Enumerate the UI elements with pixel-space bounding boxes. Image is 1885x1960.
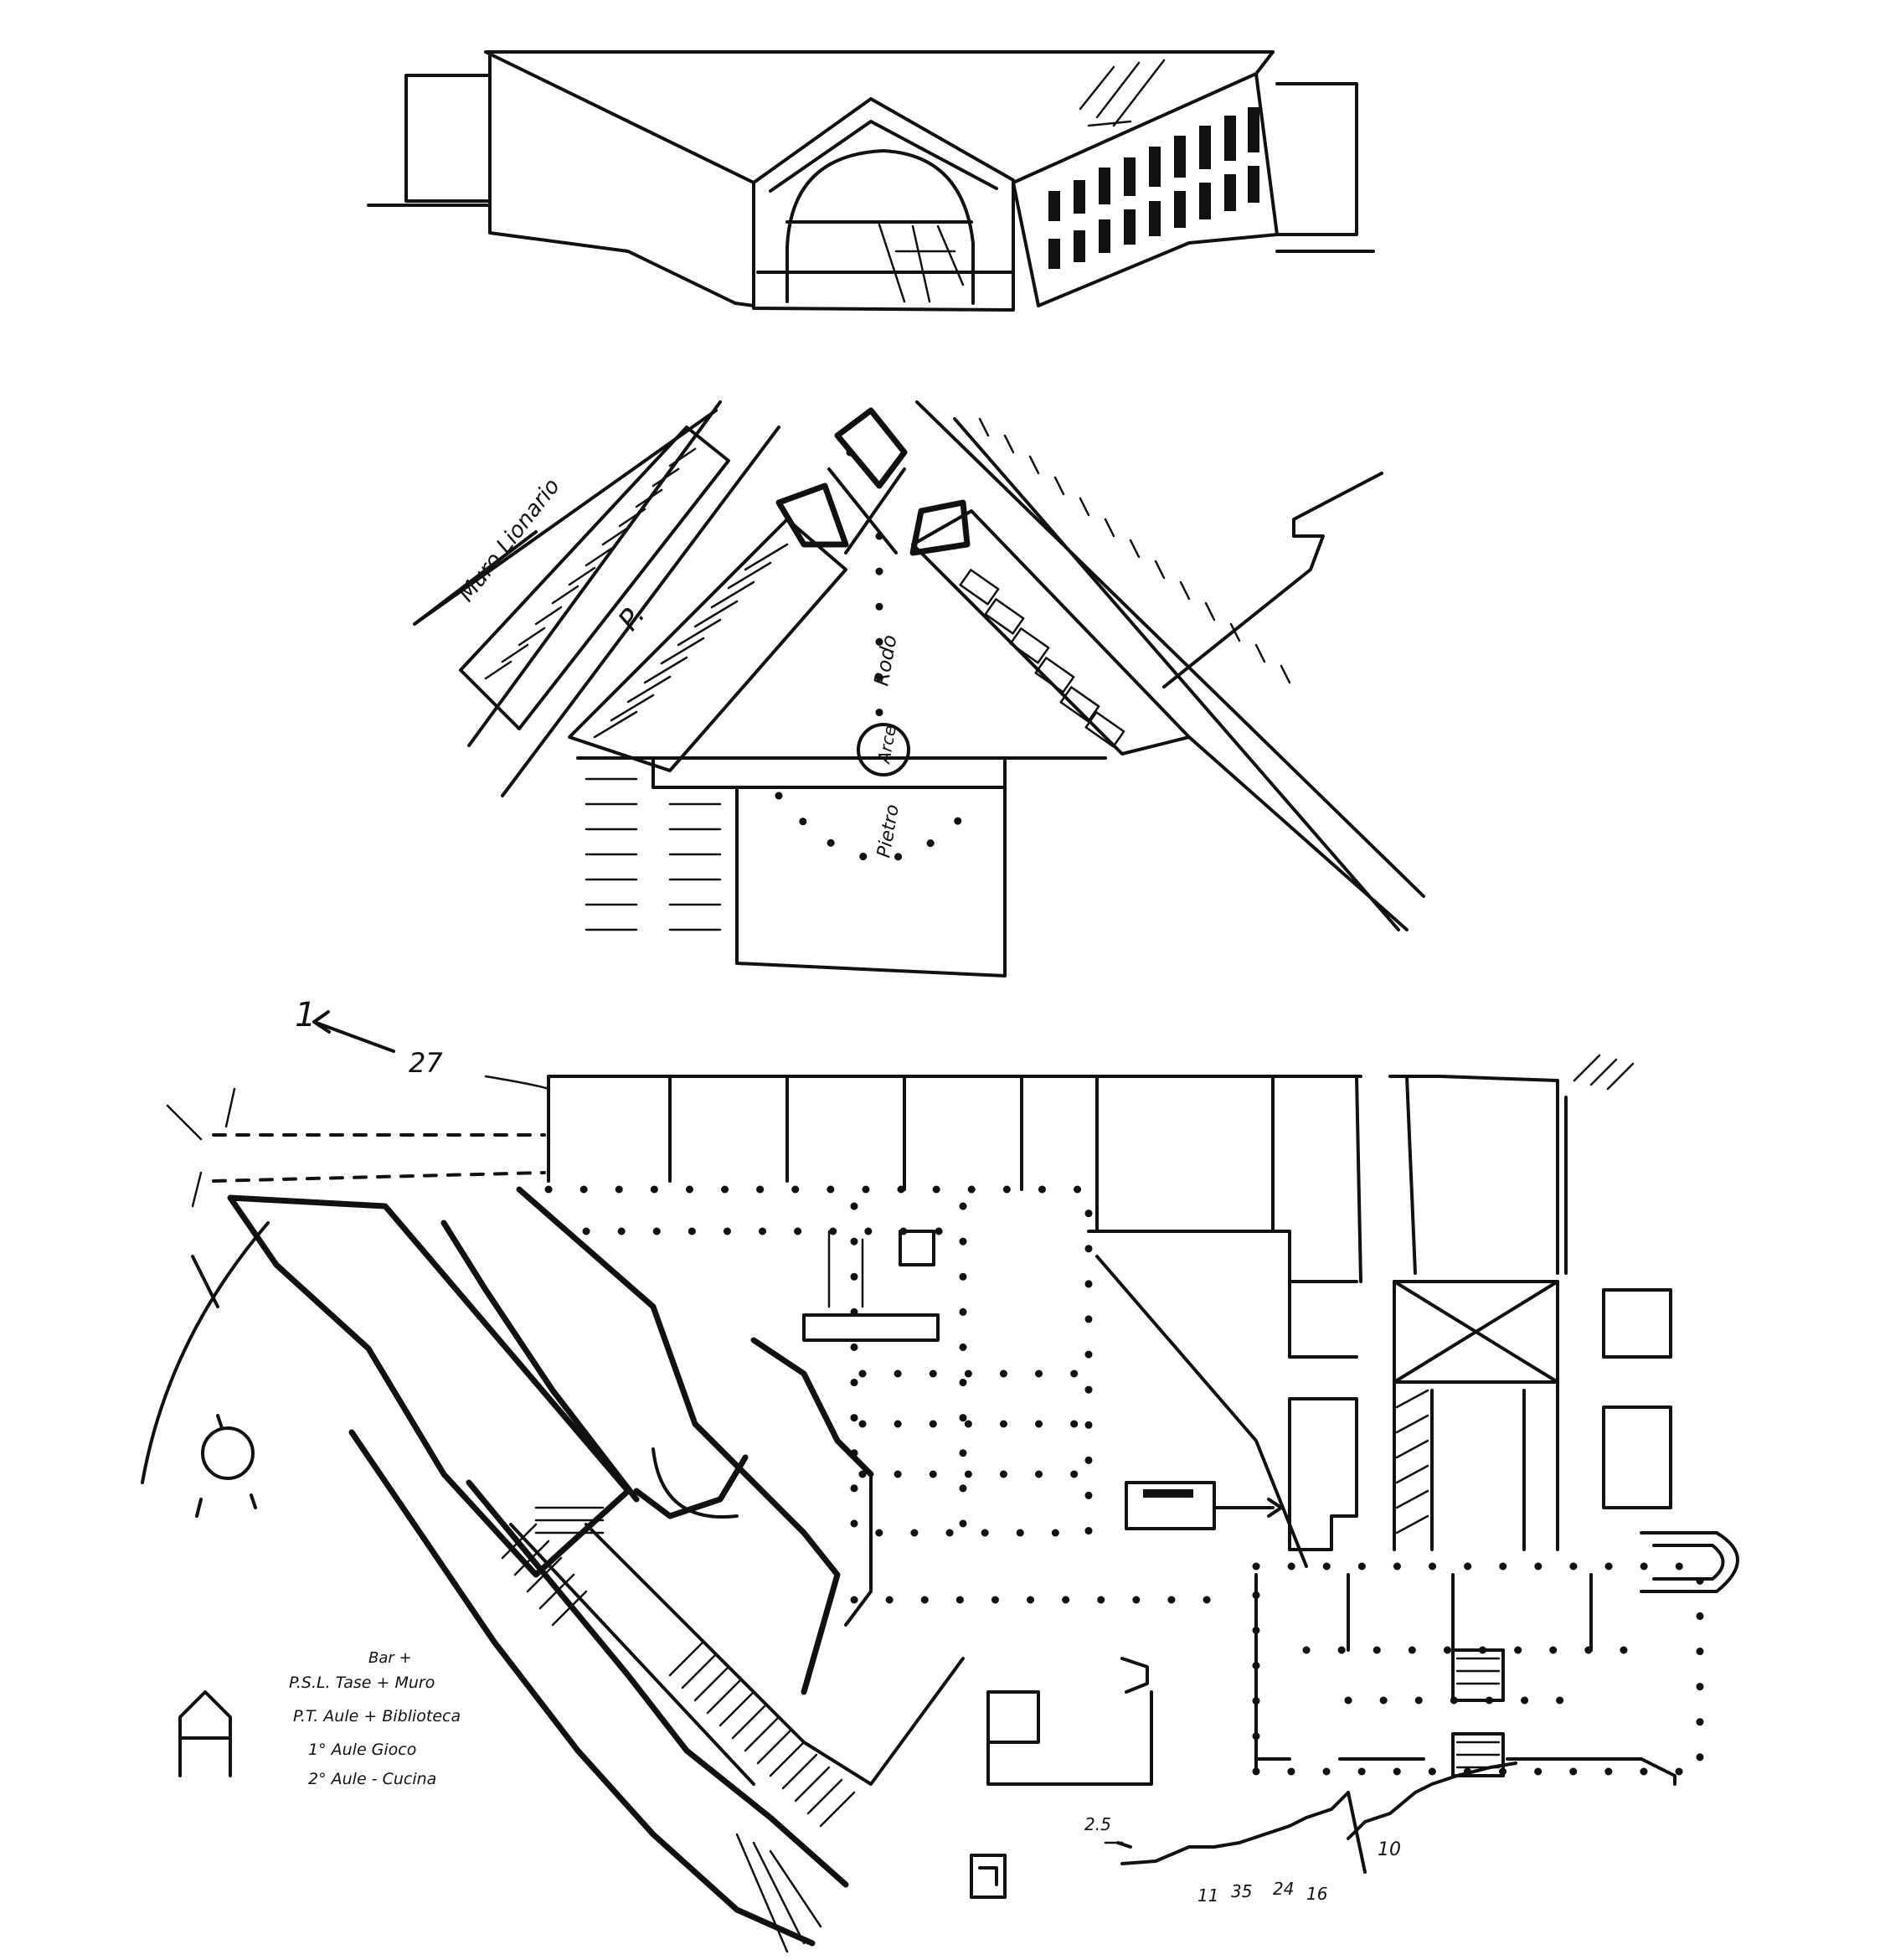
plan-street-name: Muro Lionario: [454, 474, 565, 606]
scale-number-3: 35: [1231, 1881, 1252, 1901]
elevation-sketch: [367, 50, 1375, 312]
scale-number-4: 24: [1273, 1879, 1294, 1899]
distance-marker: 27: [409, 1047, 443, 1079]
plan-circle-label: Arce: [873, 724, 900, 766]
legend-line-2: P.T. Aule + Biblioteca: [293, 1707, 461, 1725]
legend-line-3: 1° Aule Gioco: [308, 1741, 416, 1759]
plan-axis-word: Rodo: [869, 633, 901, 688]
site-plan-sketch: 1 27: [141, 996, 1739, 1953]
legend-line-4: 2° Aule - Cucina: [308, 1770, 436, 1788]
triangular-plan-sketch: Muro Lionario P. Rodo Arce Pietro: [413, 400, 1425, 977]
scale-number-2: 11: [1197, 1885, 1218, 1906]
north-marker: 1: [295, 996, 316, 1034]
legend-heading: Bar +: [368, 1649, 412, 1667]
dimension-marker-bottom: 2.5: [1084, 1814, 1111, 1834]
scale-number-5: 16: [1306, 1884, 1327, 1904]
plan-fan-label: Pietro: [873, 803, 904, 859]
scale-number-1: 10: [1378, 1839, 1401, 1860]
legend-line-1: P.S.L. Tase + Muro: [289, 1674, 435, 1692]
